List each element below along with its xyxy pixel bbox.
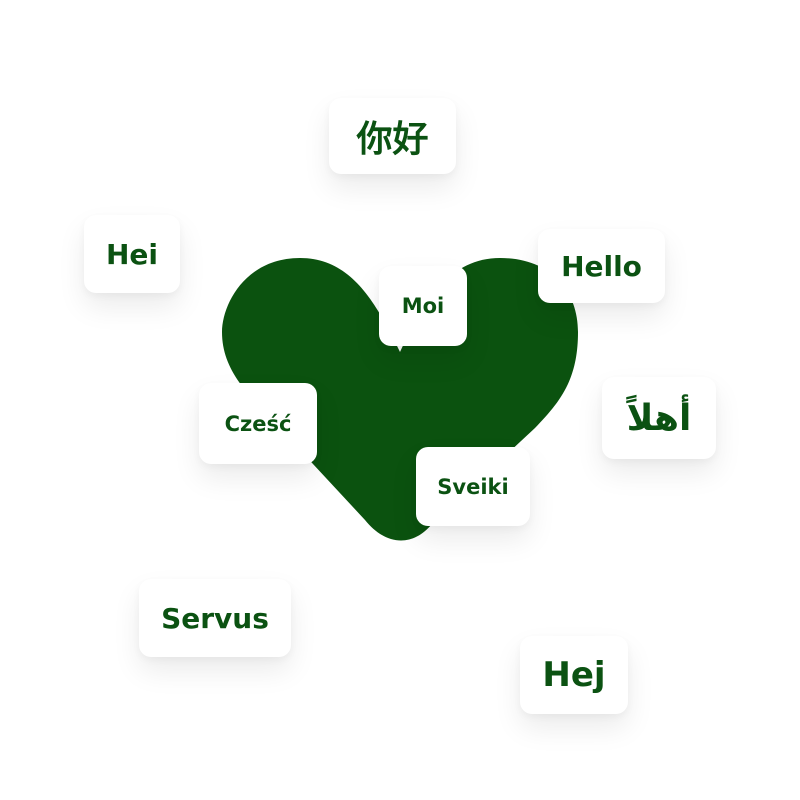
- greeting-chip-servus: Servus: [139, 579, 291, 657]
- greeting-label-hej: Hej: [542, 655, 606, 695]
- greeting-chip-sveiki: Sveiki: [416, 447, 530, 526]
- greeting-label-sveiki: Sveiki: [437, 474, 509, 499]
- greeting-label-nihao: 你好: [356, 119, 429, 160]
- greeting-label-hello: Hello: [561, 249, 642, 283]
- greeting-chip-ahlan: أهلاً: [602, 377, 716, 459]
- greeting-chip-czesc: Cześć: [199, 383, 317, 464]
- greeting-label-servus: Servus: [161, 601, 269, 635]
- greeting-chip-hej: Hej: [520, 636, 628, 714]
- greeting-chip-hello: Hello: [538, 229, 665, 303]
- greeting-label-hei: Hei: [105, 237, 159, 271]
- greeting-label-czesc: Cześć: [224, 411, 292, 436]
- greeting-chip-nihao: 你好: [329, 98, 456, 174]
- greeting-chip-moi: Moi: [379, 266, 467, 346]
- greeting-label-moi: Moi: [401, 294, 445, 318]
- greeting-label-ahlan: أهلاً: [626, 397, 692, 439]
- greeting-chip-hei: Hei: [84, 215, 180, 293]
